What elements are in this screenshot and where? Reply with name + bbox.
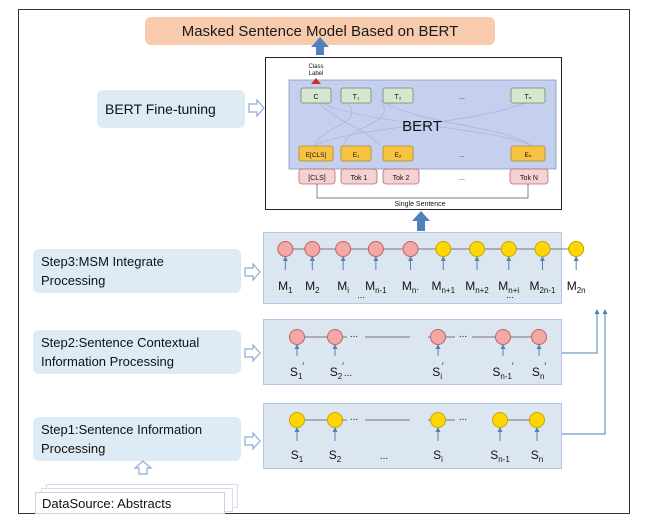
bert-embedding-token: ...	[459, 152, 465, 159]
step3-node	[402, 241, 419, 257]
step2-node	[327, 329, 343, 345]
step-finetune-text: BERT Fine-tuning	[105, 100, 216, 117]
bert-embedding-token: E₂	[395, 152, 402, 159]
step1-line2: Processing	[41, 441, 106, 456]
step1-node-label: Si	[433, 448, 443, 464]
bert-embedding-token: E[CLS]	[306, 152, 327, 159]
bert-core-label: BERT	[402, 118, 442, 135]
single-sentence-label: Single Sentence	[395, 201, 446, 208]
step2-node-label: S1′	[290, 361, 304, 381]
datasource-label: DataSource: Abstracts	[42, 495, 172, 511]
step2-lane	[263, 319, 562, 385]
step-finetune-label: BERT Fine-tuning	[97, 90, 245, 128]
step2-node-label: Si′	[432, 361, 444, 381]
step1-lane	[263, 403, 562, 469]
bert-input-token: Tok 2	[393, 175, 410, 182]
class-label-1: Class	[308, 64, 323, 70]
bert-input-token: Tok N	[520, 175, 538, 182]
step1-node	[529, 412, 545, 428]
step1-node	[492, 412, 508, 428]
step1-node	[430, 412, 446, 428]
bert-input-token: ...	[459, 175, 465, 182]
datasource-box: DataSource: Abstracts	[35, 492, 225, 514]
step2-node	[289, 329, 305, 345]
step1-node-ellipsis: ...	[380, 451, 388, 462]
class-label-2: Label	[309, 71, 324, 77]
bert-top-token: T₁	[353, 94, 360, 101]
step1-node-label: Sn-1	[490, 448, 510, 464]
step1-node-label: S2	[329, 448, 342, 464]
step2-node-label: Sn′	[532, 361, 546, 381]
step3-node	[568, 241, 585, 257]
step2-label: Step2:Sentence Contextual Information Pr…	[33, 330, 241, 374]
step3-node-label: Mn+2	[465, 279, 489, 295]
step3-node	[367, 241, 384, 257]
step1-node	[289, 412, 305, 428]
step1-line1: Step1:Sentence Information	[41, 422, 203, 437]
step3-line2: Processing	[41, 273, 106, 288]
step1-label: Step1:Sentence Information Processing	[33, 417, 241, 461]
step3-node-label: M2n-1	[529, 279, 556, 295]
step3-to-bert-arrow	[412, 211, 430, 231]
step3-node	[500, 241, 517, 257]
bert-embedding-token: Eₙ	[525, 152, 532, 159]
step1-ellipsis: ...	[459, 412, 467, 423]
step3-node-label: Mn-1	[365, 279, 387, 295]
step3-node	[277, 241, 294, 257]
step3-node-label: M2n	[567, 279, 586, 295]
step1-node-label: S1	[291, 448, 304, 464]
step3-node-label: Mn+1	[431, 279, 455, 295]
step2-node-label: Sn-1′	[492, 361, 514, 381]
step1-ellipsis: ...	[350, 412, 358, 423]
step3-node-label: M2	[305, 279, 320, 295]
title-arrow	[311, 37, 329, 55]
step2-node	[495, 329, 511, 345]
step3-node	[435, 241, 452, 257]
bert-input-token: [CLS]	[308, 175, 326, 182]
step3-node-label: Mn.	[402, 279, 419, 295]
step3-node	[534, 241, 551, 257]
step2-line2: Information Processing	[41, 354, 174, 369]
step1-node	[327, 412, 343, 428]
step3-node	[304, 241, 321, 257]
bert-internal: Class Label Single Sentence BERT	[288, 64, 557, 208]
datasource-hollow-arrow	[133, 460, 153, 475]
step2-hollow-arrow	[244, 343, 261, 363]
step2-node	[531, 329, 547, 345]
step3-hollow-arrow	[244, 262, 261, 282]
step3-node-label: Mn+i	[498, 279, 519, 295]
step3-line1: Step3:MSM Integrate	[41, 254, 164, 269]
bert-top-token: C	[313, 94, 318, 101]
step2-ellipsis: ...	[350, 329, 358, 340]
finetune-hollow-arrow	[248, 98, 265, 118]
step3-node-label: Mi	[337, 279, 349, 295]
bert-top-token: ...	[459, 94, 465, 101]
step2-line1: Step2:Sentence Contextual	[41, 335, 200, 350]
step3-node-label: M1	[278, 279, 293, 295]
step3-node	[468, 241, 485, 257]
step3-ellipsis: ...	[357, 290, 365, 300]
step2-ellipsis: ...	[459, 329, 467, 340]
bert-top-token: T₂	[395, 94, 402, 101]
step2-node-label: S2′...	[330, 361, 353, 381]
bert-embedding-token: E₁	[353, 152, 360, 159]
step1-hollow-arrow	[244, 431, 261, 451]
bert-input-token: Tok 1	[351, 175, 368, 182]
step3-ellipsis: ...	[506, 290, 514, 300]
skip-connections	[562, 309, 608, 435]
diagram-frame	[18, 9, 630, 514]
step1-node-label: Sn	[531, 448, 543, 464]
bert-top-token: Tₙ	[524, 94, 531, 101]
step2-node	[430, 329, 446, 345]
step3-node	[335, 241, 352, 257]
step3-label: Step3:MSM Integrate Processing	[33, 249, 241, 293]
